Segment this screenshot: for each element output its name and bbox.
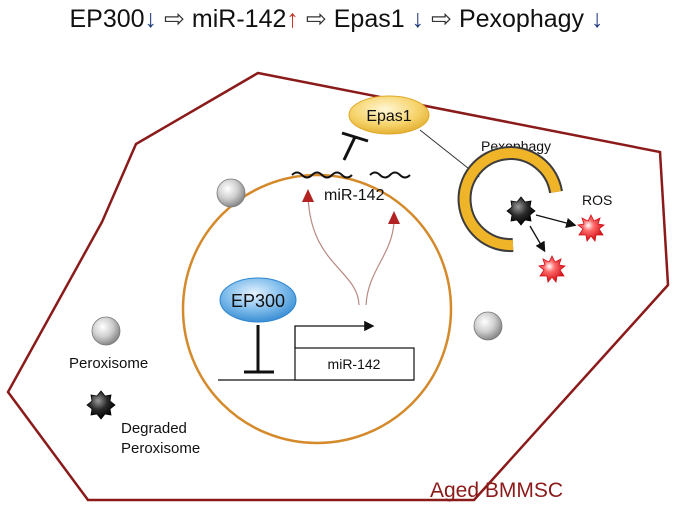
- ros-arrow: [535, 214, 577, 229]
- arrowhead-red: [302, 189, 314, 202]
- title-ep300: EP300: [69, 5, 145, 33]
- gene-box: [294, 347, 415, 381]
- title-epas1: Epas1: [333, 5, 405, 33]
- right-arrow-icon: ⇨: [305, 5, 327, 33]
- down-arrow-icon: ↓: [411, 5, 425, 33]
- ep300-ellipse: [219, 277, 297, 323]
- title-pexophagy: Pexophagy: [458, 5, 585, 33]
- phagophore: [459, 148, 561, 251]
- ros-particle: [577, 214, 605, 242]
- legend-degraded-line2: Peroxisome: [121, 440, 200, 457]
- arrowhead-red: [388, 211, 400, 224]
- title-mir142: miR-142: [191, 5, 287, 33]
- export-arrow: [307, 194, 360, 306]
- mrna-wave: [369, 171, 411, 179]
- ep300-label: EP300: [231, 291, 285, 311]
- peroxisome: [91, 316, 121, 346]
- mirna-label: miR-142: [324, 187, 385, 204]
- ros-particle: [538, 255, 566, 283]
- epas1-ellipse: [348, 95, 430, 135]
- cell-label: Aged BMMSC: [430, 479, 563, 502]
- pathway-title: EP300↓ ⇨ miR-142↑ ⇨ Epas1 ↓ ⇨ Pexophagy …: [0, 4, 673, 34]
- legend-degraded-line1: Degraded: [121, 420, 187, 437]
- promoter-arrow: [294, 320, 375, 348]
- right-arrow-icon: ⇨: [164, 5, 185, 33]
- down-arrow-icon: ↓: [591, 5, 604, 33]
- epas1-label: Epas1: [366, 108, 411, 125]
- ros-label: ROS: [582, 192, 612, 208]
- nucleus: [181, 173, 453, 445]
- gene-label: miR-142: [328, 356, 381, 372]
- degraded-peroxisome: [506, 196, 536, 226]
- inhibition-bar: [341, 131, 369, 143]
- export-arrow: [365, 221, 395, 306]
- peroxisome: [473, 311, 503, 341]
- ros-arrow: [529, 225, 546, 253]
- down-arrow-icon: ↓: [144, 5, 158, 33]
- right-arrow-icon: ⇨: [431, 5, 452, 33]
- up-arrow-icon: ↑: [286, 5, 299, 33]
- peroxisome: [216, 178, 246, 208]
- legend-degraded-peroxisome-icon: [86, 390, 116, 420]
- inhibition-line: [342, 136, 357, 161]
- cell-outline: [6, 71, 670, 502]
- mrna-wave: [291, 171, 353, 179]
- legend-peroxisome-label: Peroxisome: [69, 355, 148, 372]
